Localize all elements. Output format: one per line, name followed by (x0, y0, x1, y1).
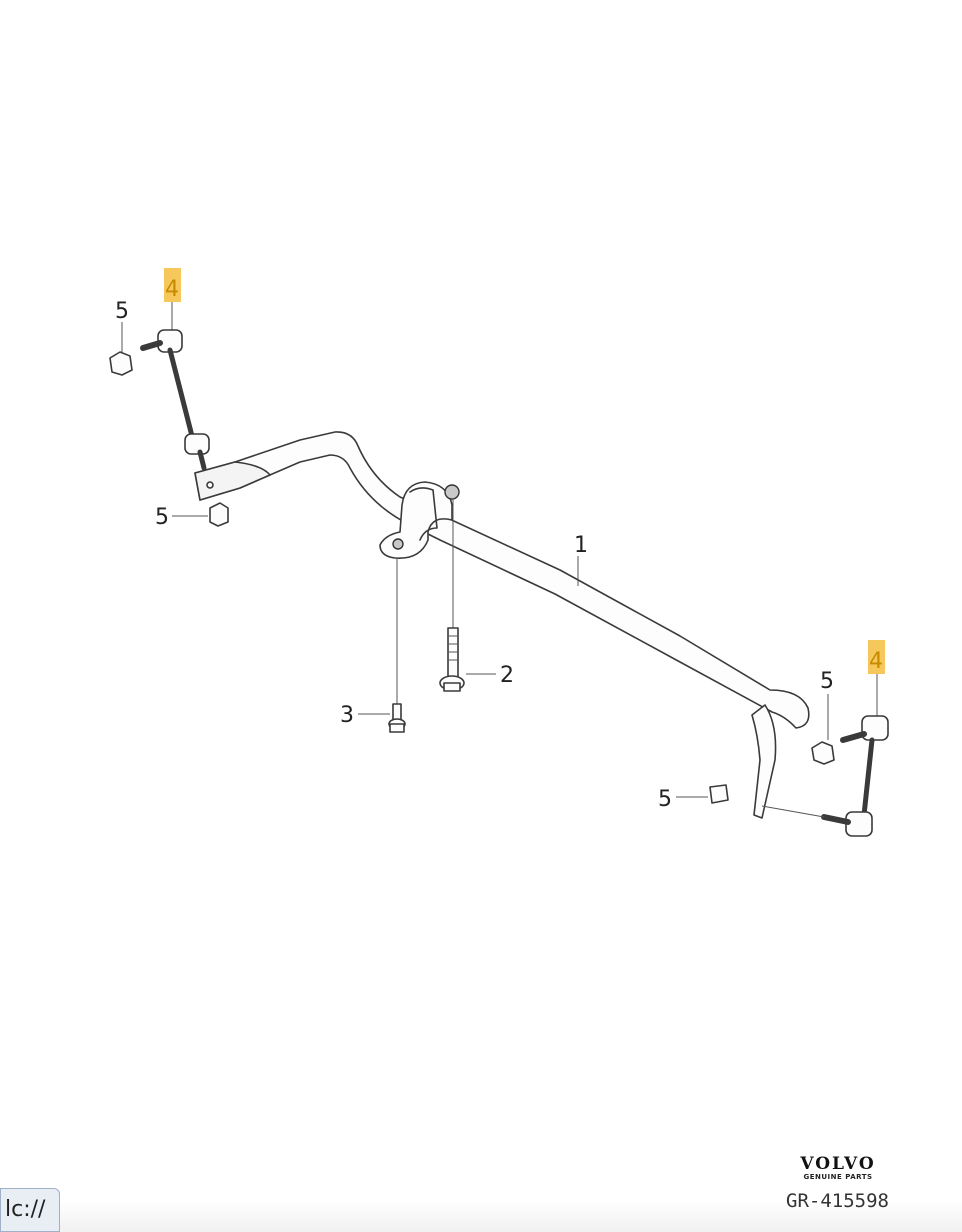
callout-5-right-top[interactable]: 5 (820, 669, 834, 694)
url-status-bar: lc:// (0, 1188, 60, 1232)
bar-clamp-bracket[interactable] (379, 481, 460, 559)
stabilizer-bar[interactable] (194, 431, 810, 819)
brand-name: VOLVO (800, 1154, 876, 1174)
callout-4-left[interactable]: 4 (165, 277, 179, 302)
nut-right-bottom[interactable] (676, 784, 729, 804)
callout-5-midleft[interactable]: 5 (155, 505, 169, 530)
bolt-2[interactable] (439, 500, 496, 692)
bolt-3[interactable] (358, 558, 406, 733)
brand-subtitle: GENUINE PARTS (803, 1173, 873, 1181)
callout-5-right-bottom[interactable]: 5 (658, 787, 672, 812)
callout-4-left-highlight (164, 268, 181, 302)
callout-5-topleft[interactable]: 5 (115, 299, 129, 324)
nut-topleft[interactable] (109, 322, 133, 376)
callout-2[interactable]: 2 (500, 663, 514, 688)
callout-3[interactable]: 3 (340, 703, 354, 728)
volvo-logo: VOLVO GENUINE PARTS (790, 1155, 886, 1182)
nut-midleft[interactable] (172, 502, 229, 527)
link-right[interactable] (761, 672, 889, 837)
link-left[interactable] (140, 302, 210, 471)
callout-4-right[interactable]: 4 (869, 649, 883, 674)
nut-right-top[interactable] (811, 694, 835, 765)
bottom-fade (0, 1200, 962, 1232)
diagram-reference: GR-415598 (786, 1190, 889, 1212)
callout-4-right-highlight (868, 640, 885, 674)
callout-1[interactable]: 1 (574, 533, 588, 558)
